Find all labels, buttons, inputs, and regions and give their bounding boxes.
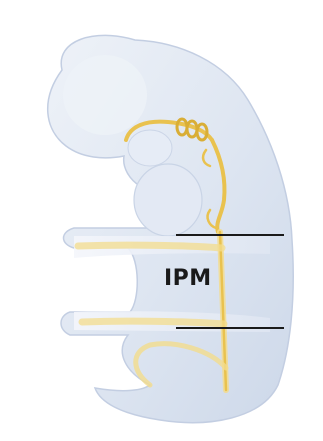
upper-arch: [128, 130, 172, 166]
arch-bulge: [134, 164, 202, 236]
head-highlight: [63, 55, 147, 135]
ipm-label: IPM: [164, 266, 212, 291]
